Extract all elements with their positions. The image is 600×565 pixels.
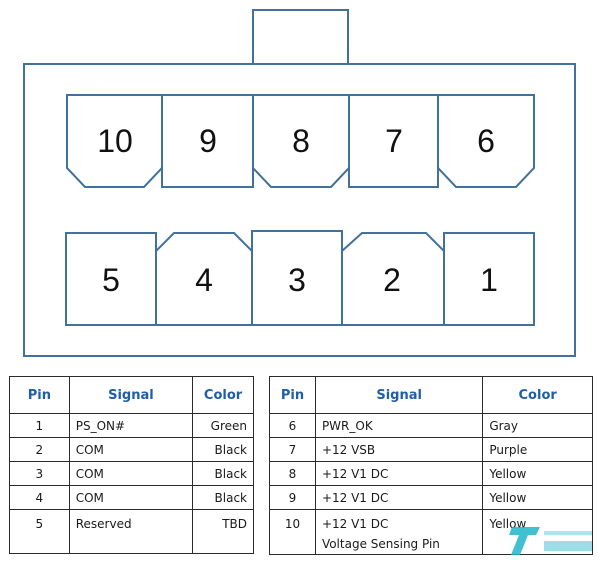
wire-color: Purple bbox=[482, 437, 593, 462]
pin-number: 4 bbox=[9, 485, 70, 510]
table-row: 10 +12 V1 DC Voltage Sensing Pin Yellow bbox=[269, 509, 593, 555]
table-row: 8 +12 V1 DC Yellow bbox=[269, 461, 593, 486]
wire-color: Yellow bbox=[482, 485, 593, 510]
pin-number: 7 bbox=[269, 437, 316, 462]
table-header-row: Pin Signal Color bbox=[269, 376, 593, 414]
wire-color: Black bbox=[192, 437, 254, 462]
wire-color: TBD bbox=[192, 509, 254, 554]
pin-6-cell bbox=[437, 94, 535, 188]
pin-table-left: Pin Signal Color 1 PS_ON# Green 2 COM Bl… bbox=[9, 376, 254, 554]
signal-name: PWR_OK bbox=[314, 413, 484, 438]
pin-number: 2 bbox=[9, 437, 70, 462]
wire-color: Black bbox=[192, 461, 254, 486]
connector-diagram: 10 9 8 7 6 5 4 3 2 1 bbox=[23, 9, 576, 357]
pin-8-label: 8 bbox=[292, 123, 310, 159]
pin-7-label: 7 bbox=[385, 123, 403, 159]
pin-number: 3 bbox=[9, 461, 70, 486]
signal-name: PS_ON# bbox=[68, 413, 194, 438]
signal-cell: +12 V1 DC Voltage Sensing Pin bbox=[314, 509, 484, 555]
signal-name: +12 VSB bbox=[314, 437, 484, 462]
header-signal: Signal bbox=[68, 376, 194, 414]
pin-4-label: 4 bbox=[195, 262, 213, 298]
signal-name: +12 V1 DC bbox=[314, 485, 484, 510]
wire-color: Yellow bbox=[482, 461, 593, 486]
pin-table-right: Pin Signal Color 6 PWR_OK Gray 7 +12 VSB… bbox=[269, 376, 593, 555]
table-header-row: Pin Signal Color bbox=[9, 376, 254, 414]
pin-number: 1 bbox=[9, 413, 70, 438]
table-row: 1 PS_ON# Green bbox=[9, 413, 254, 438]
signal-name: COM bbox=[68, 437, 194, 462]
table-row: 3 COM Black bbox=[9, 461, 254, 486]
signal-name: COM bbox=[68, 461, 194, 486]
table-row: 6 PWR_OK Gray bbox=[269, 413, 593, 438]
pin-5-label: 5 bbox=[102, 262, 120, 298]
table-row: 7 +12 VSB Purple bbox=[269, 437, 593, 462]
header-signal: Signal bbox=[314, 376, 484, 414]
signal-name: Reserved bbox=[68, 509, 194, 554]
table-row: 4 COM Black bbox=[9, 485, 254, 510]
wire-color: Green bbox=[192, 413, 254, 438]
table-row: 5 Reserved TBD bbox=[9, 509, 254, 554]
pin-1-label: 1 bbox=[480, 262, 498, 298]
pin-2-label: 2 bbox=[383, 262, 401, 298]
pin-10-label: 10 bbox=[97, 123, 133, 159]
pin-number: 10 bbox=[269, 509, 316, 555]
signal-note: Voltage Sensing Pin bbox=[321, 537, 440, 551]
pin-number: 5 bbox=[9, 509, 70, 554]
pin-7-cell bbox=[348, 94, 439, 188]
brand-logo-icon bbox=[509, 527, 592, 555]
pin-9-label: 9 bbox=[199, 123, 217, 159]
pin-number: 9 bbox=[269, 485, 316, 510]
signal-name: +12 V1 DC bbox=[321, 517, 389, 531]
wire-color: Gray bbox=[482, 413, 593, 438]
header-color: Color bbox=[192, 376, 254, 414]
pin-6-label: 6 bbox=[477, 123, 495, 159]
pin-1-cell bbox=[443, 232, 535, 326]
signal-name: COM bbox=[68, 485, 194, 510]
pin-3-label: 3 bbox=[288, 262, 306, 298]
wire-color: Black bbox=[192, 485, 254, 510]
latch-tab bbox=[252, 9, 349, 66]
table-row: 9 +12 V1 DC Yellow bbox=[269, 485, 593, 510]
header-pin: Pin bbox=[269, 376, 316, 414]
pin-number: 8 bbox=[269, 461, 316, 486]
pin-9-cell bbox=[161, 94, 254, 188]
header-color: Color bbox=[482, 376, 593, 414]
pin-number: 6 bbox=[269, 413, 316, 438]
table-row: 2 COM Black bbox=[9, 437, 254, 462]
wire-color: Yellow bbox=[482, 509, 593, 555]
header-pin: Pin bbox=[9, 376, 70, 414]
signal-name: +12 V1 DC bbox=[314, 461, 484, 486]
